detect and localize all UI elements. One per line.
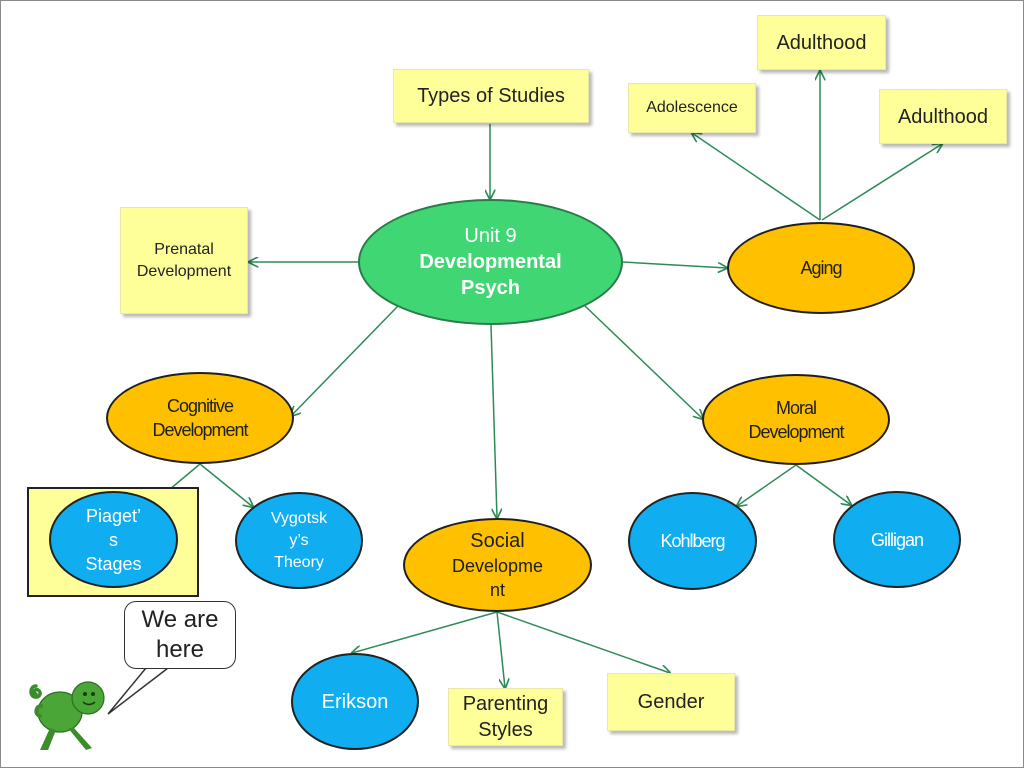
center-label-line3: Psych xyxy=(461,277,520,299)
moral-label-line2: Development xyxy=(748,421,844,442)
gilligan-node: Gilligan xyxy=(833,491,961,588)
gender-box: Gender xyxy=(607,673,735,731)
erikson-node: Erikson xyxy=(291,653,419,750)
gilligan-label: Gilligan xyxy=(870,529,924,550)
center-node-unit9: Unit 9 Developmental Psych xyxy=(358,199,623,325)
social-label-line2: Developme xyxy=(451,556,544,576)
arrow-center-to-aging xyxy=(622,261,727,268)
prenatal-development-box: Prenatal Development xyxy=(120,207,248,314)
adulthood-top-box: Adulthood xyxy=(757,15,886,70)
vygotsky-label-line1: Vygotsk xyxy=(270,509,328,527)
prenatal-label-line1: Prenatal xyxy=(154,240,214,258)
arrow-moral-to-kohlberg xyxy=(737,464,797,506)
moral-label-line1: Moral xyxy=(775,397,817,418)
arrow-center-to-moral xyxy=(584,305,703,419)
social-label-line3: nt xyxy=(489,580,505,600)
piaget-label-line3: Stages xyxy=(85,553,142,574)
aging-node: Aging xyxy=(727,222,915,314)
turtle-mascot-icon xyxy=(29,681,105,750)
social-label-line1: Social xyxy=(470,530,525,552)
types-of-studies-box: Types of Studies xyxy=(393,69,589,123)
arrow-center-to-cognitive xyxy=(291,305,399,416)
kohlberg-label: Kohlberg xyxy=(660,531,725,551)
adulthood-top-label: Adulthood xyxy=(776,31,867,54)
callout-line1: We are xyxy=(141,606,219,633)
arrow-social-to-parenting xyxy=(496,611,505,688)
adolescence-box: Adolescence xyxy=(628,83,756,133)
arrow-aging-to-adolescence xyxy=(692,133,821,221)
kohlberg-node: Kohlberg xyxy=(628,492,757,590)
arrow-social-to-gender xyxy=(496,611,670,673)
piaget-label-line1: Piaget’ xyxy=(85,505,142,526)
gender-label: Gender xyxy=(637,691,705,713)
erikson-label: Erikson xyxy=(321,690,389,713)
we-are-here-callout: We are here xyxy=(124,601,236,669)
cognitive-label-line2: Development xyxy=(152,420,248,440)
parenting-label-line2: Styles xyxy=(478,719,533,741)
parenting-label-line1: Parenting xyxy=(462,693,549,715)
parenting-styles-box: Parenting Styles xyxy=(448,688,563,746)
arrow-center-to-social xyxy=(490,324,497,518)
vygotsky-theory-node: Vygotsk y’s Theory xyxy=(235,492,363,589)
cognitive-development-node: Cognitive Development xyxy=(106,372,294,464)
piaget-stages-node: Piaget’ s Stages xyxy=(49,491,178,588)
types-of-studies-label: Types of Studies xyxy=(417,85,565,107)
vygotsky-label-line2: y’s xyxy=(289,531,309,549)
vygotsky-label-line3: Theory xyxy=(274,553,324,571)
center-label-line2: Developmental xyxy=(419,251,562,273)
adulthood-right-label: Adulthood xyxy=(897,105,989,128)
piaget-label-line2: s xyxy=(109,529,118,550)
prenatal-label-line2: Development xyxy=(136,262,232,280)
callout-line2: here xyxy=(155,636,205,663)
arrow-aging-to-adulthood-right xyxy=(821,144,942,221)
moral-development-node: Moral Development xyxy=(702,374,890,465)
callout-tail xyxy=(107,667,169,715)
arrow-social-to-erikson xyxy=(352,611,498,653)
adulthood-right-box: Adulthood xyxy=(879,89,1007,144)
arrow-moral-to-gilligan xyxy=(795,464,851,505)
arrow-cognitive-to-vygotsky xyxy=(199,463,253,507)
cognitive-label-line1: Cognitive xyxy=(166,396,234,416)
adolescence-label: Adolescence xyxy=(646,99,738,116)
aging-label: Aging xyxy=(800,258,842,278)
social-development-node: Social Developme nt xyxy=(403,518,592,612)
center-label-line1: Unit 9 xyxy=(464,225,517,247)
